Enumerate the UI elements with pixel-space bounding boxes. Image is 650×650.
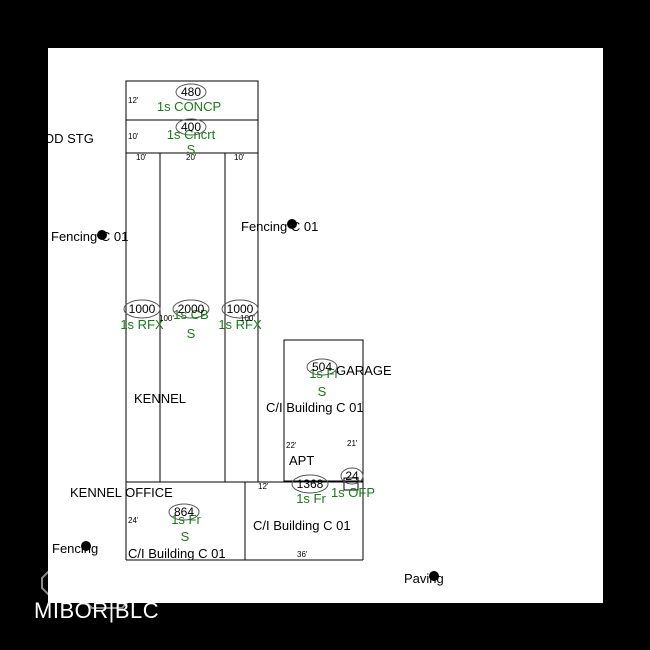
ofp-type-label: 1s OFP	[331, 485, 375, 500]
kennel-office-label: KENNEL OFFICE	[70, 485, 173, 500]
ofp-area: 24	[345, 469, 359, 483]
name-labels: OD STG Fencing C 01 Fencing C 01 KENNEL …	[48, 131, 444, 586]
dim-10b: 10'	[136, 153, 147, 162]
dim-12b: 12'	[258, 482, 269, 491]
oval-garage	[306, 358, 338, 376]
dim-12: 12'	[128, 96, 139, 105]
point-markers	[81, 219, 439, 581]
apt-building-label: C/I Building C 01	[253, 518, 351, 533]
fencing-right-marker	[287, 219, 297, 229]
concrete-type-label: 1s Cncrt	[167, 127, 216, 142]
area-numbers: 480 400 1000 2000 1000 504 1368 24 864	[129, 85, 359, 519]
fencing-bottom-label: Fencing	[52, 541, 98, 556]
dim-100b: 100'	[240, 314, 255, 323]
fencing-right-label: Fencing C 01	[241, 219, 318, 234]
plan-sheet: 1s CONCP 1s Cncrt S 1s RFX 1s CB S 1s RF…	[48, 48, 603, 603]
cb-area: 2000	[178, 302, 205, 316]
floor-plan: 1s CONCP 1s Cncrt S 1s RFX 1s CB S 1s RF…	[48, 80, 444, 586]
concp-area: 480	[181, 85, 201, 99]
oval-apt	[291, 474, 329, 494]
garage-name-label: GARAGE	[336, 363, 392, 378]
mibor-blc-logo: MIBOR|BLC	[34, 598, 160, 623]
rfx-left-area: 1000	[129, 302, 156, 316]
dim-21: 21'	[347, 439, 358, 448]
rfx-left-type-label: 1s RFX	[120, 317, 164, 332]
rfx-right-area: 1000	[227, 302, 254, 316]
office-type-label: 1s Fr	[171, 512, 201, 527]
od-stg-label: OD STG	[48, 131, 94, 146]
garage-s-label: S	[318, 384, 327, 399]
fencing-bottom-marker	[81, 541, 91, 551]
apt-area: 1368	[297, 477, 324, 491]
oval-ofp	[340, 467, 364, 485]
dimension-labels: 12' 10' 10' 20' 10' 100' 100' 22' 21' 12…	[128, 96, 358, 559]
oval-rfx-right	[221, 299, 259, 319]
dim-100a: 100'	[159, 314, 174, 323]
dim-10c: 10'	[234, 153, 245, 162]
paving-marker	[429, 571, 439, 581]
office-building-label: C/I Building C 01	[128, 546, 226, 561]
dim-20: 20'	[186, 153, 197, 162]
concp-type-label: 1s CONCP	[157, 99, 221, 114]
oval-office	[168, 503, 200, 521]
garage-section	[283, 339, 364, 482]
oval-concp	[175, 83, 207, 101]
dim-36: 36'	[297, 550, 308, 559]
garage-building-label: C/I Building C 01	[266, 400, 364, 415]
area-ovals	[123, 83, 364, 521]
area-labels: 1s CONCP 1s Cncrt S 1s RFX 1s CB S 1s RF…	[120, 99, 375, 544]
office-area: 864	[174, 505, 194, 519]
cb-s-label: S	[187, 326, 196, 341]
oval-cb	[172, 299, 210, 319]
oval-rfx-left	[123, 299, 161, 319]
garage-area: 504	[312, 360, 332, 374]
apt-type-label: 1s Fr	[296, 491, 326, 506]
cb-type-label: 1s CB	[173, 307, 208, 322]
dim-22: 22'	[286, 441, 297, 450]
concrete-section	[125, 119, 259, 154]
office-s-label: S	[181, 529, 190, 544]
concrete-area: 400	[181, 120, 201, 134]
kennel-label: KENNEL	[134, 391, 186, 406]
apt-name-label: APT	[289, 453, 314, 468]
walls	[125, 80, 364, 561]
fencing-left-label: Fencing C 01	[51, 229, 128, 244]
ofp-section	[343, 477, 359, 491]
oval-concrete	[175, 118, 207, 136]
concrete-s-label: S	[187, 142, 196, 157]
dim-24: 24'	[128, 516, 139, 525]
garage-type-label: 1s Fr	[309, 366, 339, 381]
fencing-left-marker	[97, 230, 107, 240]
mibor-logo-mark	[41, 563, 137, 609]
dim-10a: 10'	[128, 132, 139, 141]
rfx-right-type-label: 1s RFX	[218, 317, 262, 332]
